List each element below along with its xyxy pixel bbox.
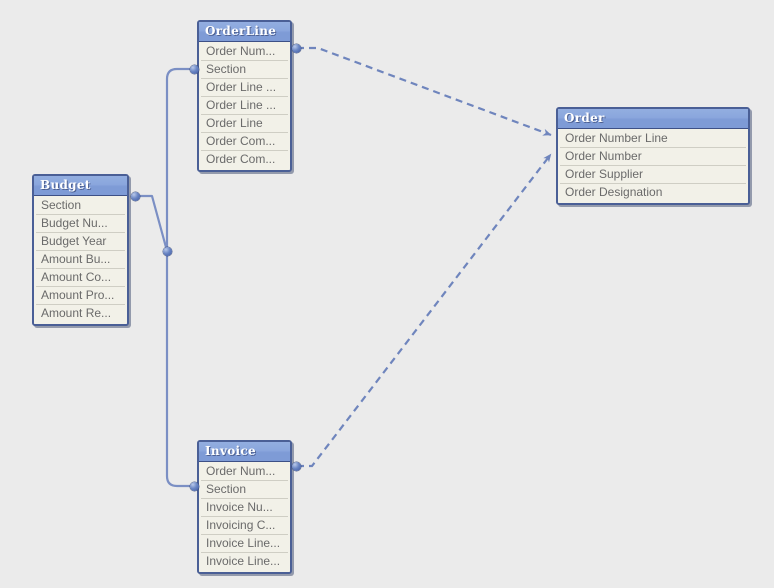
- attribute-row[interactable]: Order Num...: [201, 463, 288, 481]
- attribute-row[interactable]: Order Line ...: [201, 79, 288, 97]
- attribute-row[interactable]: Order Number Line: [560, 130, 746, 148]
- attribute-row[interactable]: Amount Co...: [36, 269, 125, 287]
- entity-orderline-title: OrderLine: [199, 22, 290, 42]
- entity-budget-attributes: Section Budget Nu... Budget Year Amount …: [34, 196, 127, 324]
- entity-order[interactable]: Order Order Number Line Order Number Ord…: [556, 107, 750, 205]
- attribute-row[interactable]: Order Com...: [201, 133, 288, 151]
- attribute-row[interactable]: Order Supplier: [560, 166, 746, 184]
- entity-order-title: Order: [558, 109, 748, 129]
- entity-invoice[interactable]: Invoice Order Num... Section Invoice Nu.…: [197, 440, 292, 574]
- entity-order-attributes: Order Number Line Order Number Order Sup…: [558, 129, 748, 203]
- connector-dot-budget-junction[interactable]: [162, 246, 172, 256]
- link-budget-invoice: [165, 251, 194, 488]
- attribute-row[interactable]: Amount Bu...: [36, 251, 125, 269]
- attribute-row[interactable]: Amount Pro...: [36, 287, 125, 305]
- link-orderline-order: [297, 46, 552, 137]
- entity-orderline-attributes: Order Num... Section Order Line ... Orde…: [199, 42, 290, 170]
- entity-budget-title: Budget: [34, 176, 127, 196]
- attribute-row[interactable]: Order Line ...: [201, 97, 288, 115]
- attribute-row[interactable]: Budget Year: [36, 233, 125, 251]
- attribute-row[interactable]: Section: [201, 481, 288, 499]
- connector-dot-invoice-ordernum[interactable]: [291, 461, 301, 471]
- attribute-row[interactable]: Invoice Nu...: [201, 499, 288, 517]
- attribute-row[interactable]: Section: [201, 61, 288, 79]
- entity-budget[interactable]: Budget Section Budget Nu... Budget Year …: [32, 174, 129, 326]
- entity-invoice-title: Invoice: [199, 442, 290, 462]
- link-budget-orderline: [135, 67, 194, 253]
- attribute-row[interactable]: Section: [36, 197, 125, 215]
- entity-orderline[interactable]: OrderLine Order Num... Section Order Lin…: [197, 20, 292, 172]
- connector-dot-budget-section[interactable]: [130, 191, 140, 201]
- attribute-row[interactable]: Invoicing C...: [201, 517, 288, 535]
- attribute-row[interactable]: Order Line: [201, 115, 288, 133]
- entity-invoice-attributes: Order Num... Section Invoice Nu... Invoi…: [199, 462, 290, 572]
- attribute-row[interactable]: Order Number: [560, 148, 746, 166]
- link-invoice-order: [297, 153, 552, 468]
- attribute-row[interactable]: Budget Nu...: [36, 215, 125, 233]
- connector-dot-invoice-section[interactable]: [189, 481, 199, 491]
- attribute-row[interactable]: Order Com...: [201, 151, 288, 168]
- attribute-row[interactable]: Invoice Line...: [201, 553, 288, 570]
- attribute-row[interactable]: Amount Re...: [36, 305, 125, 322]
- attribute-row[interactable]: Order Num...: [201, 43, 288, 61]
- attribute-row[interactable]: Invoice Line...: [201, 535, 288, 553]
- connector-dot-orderline-section[interactable]: [189, 64, 199, 74]
- attribute-row[interactable]: Order Designation: [560, 184, 746, 201]
- connector-dot-orderline-ordernum[interactable]: [291, 43, 301, 53]
